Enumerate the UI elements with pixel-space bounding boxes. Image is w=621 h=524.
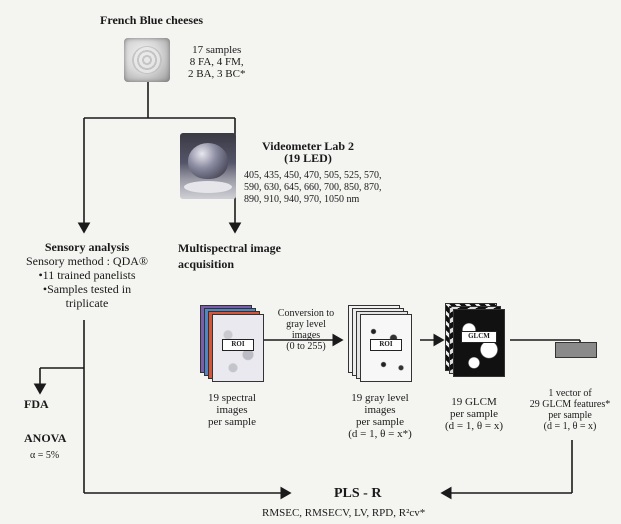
page-title: French Blue cheeses bbox=[100, 14, 203, 26]
metrics-label: RMSEC, RMSECV, LV, RPD, R²cv* bbox=[262, 507, 425, 519]
cheese-photo bbox=[124, 38, 170, 82]
sensory-panelists: •11 trained panelists bbox=[12, 268, 162, 282]
glcm-stack: GLCM bbox=[445, 303, 511, 383]
anova-label: ANOVA bbox=[24, 432, 66, 444]
multispectral-block: Multispectral image acquisition bbox=[178, 240, 281, 272]
spectral-images-caption: 19 spectral images per sample bbox=[196, 392, 268, 428]
samples-info: 17 samples 8 FA, 4 FM, 2 BA, 3 BC* bbox=[188, 44, 245, 80]
pls-r-label: PLS - R bbox=[334, 486, 381, 501]
roi-label-gray: ROI bbox=[370, 339, 402, 351]
samples-groups-1: 8 FA, 4 FM, bbox=[188, 56, 245, 68]
glcm-label: GLCM bbox=[461, 331, 497, 343]
gray-image-stack: ROI bbox=[348, 305, 418, 385]
fda-label: FDA bbox=[24, 398, 49, 410]
feature-vector-box bbox=[555, 342, 597, 358]
sensory-triplicate-1: •Samples tested in bbox=[12, 282, 162, 296]
sensory-title: Sensory analysis bbox=[12, 240, 162, 254]
videometer-subtitle: (19 LED) bbox=[248, 152, 368, 164]
sensory-method: Sensory method : QDA® bbox=[12, 254, 162, 268]
vector-caption: 1 vector of 29 GLCM features* per sample… bbox=[522, 388, 618, 432]
spectral-image-stack: ROI bbox=[200, 305, 270, 385]
gray-images-caption: 19 gray level images per sample (d = 1, … bbox=[335, 392, 425, 440]
videometer-photo bbox=[180, 133, 236, 199]
alpha-label: α = 5% bbox=[30, 450, 59, 462]
conversion-label: Conversion to gray level images (0 to 25… bbox=[270, 308, 342, 352]
sensory-block: Sensory analysis Sensory method : QDA® •… bbox=[12, 240, 162, 310]
roi-label-spectral: ROI bbox=[222, 339, 254, 351]
samples-count: 17 samples bbox=[188, 44, 245, 56]
glcm-caption: 19 GLCM per sample (d = 1, θ = x) bbox=[434, 396, 514, 432]
sensory-triplicate-2: triplicate bbox=[12, 296, 162, 310]
wavelength-list: 405, 435, 450, 470, 505, 525, 570, 590, … bbox=[244, 170, 382, 206]
samples-groups-2: 2 BA, 3 BC* bbox=[188, 68, 245, 80]
